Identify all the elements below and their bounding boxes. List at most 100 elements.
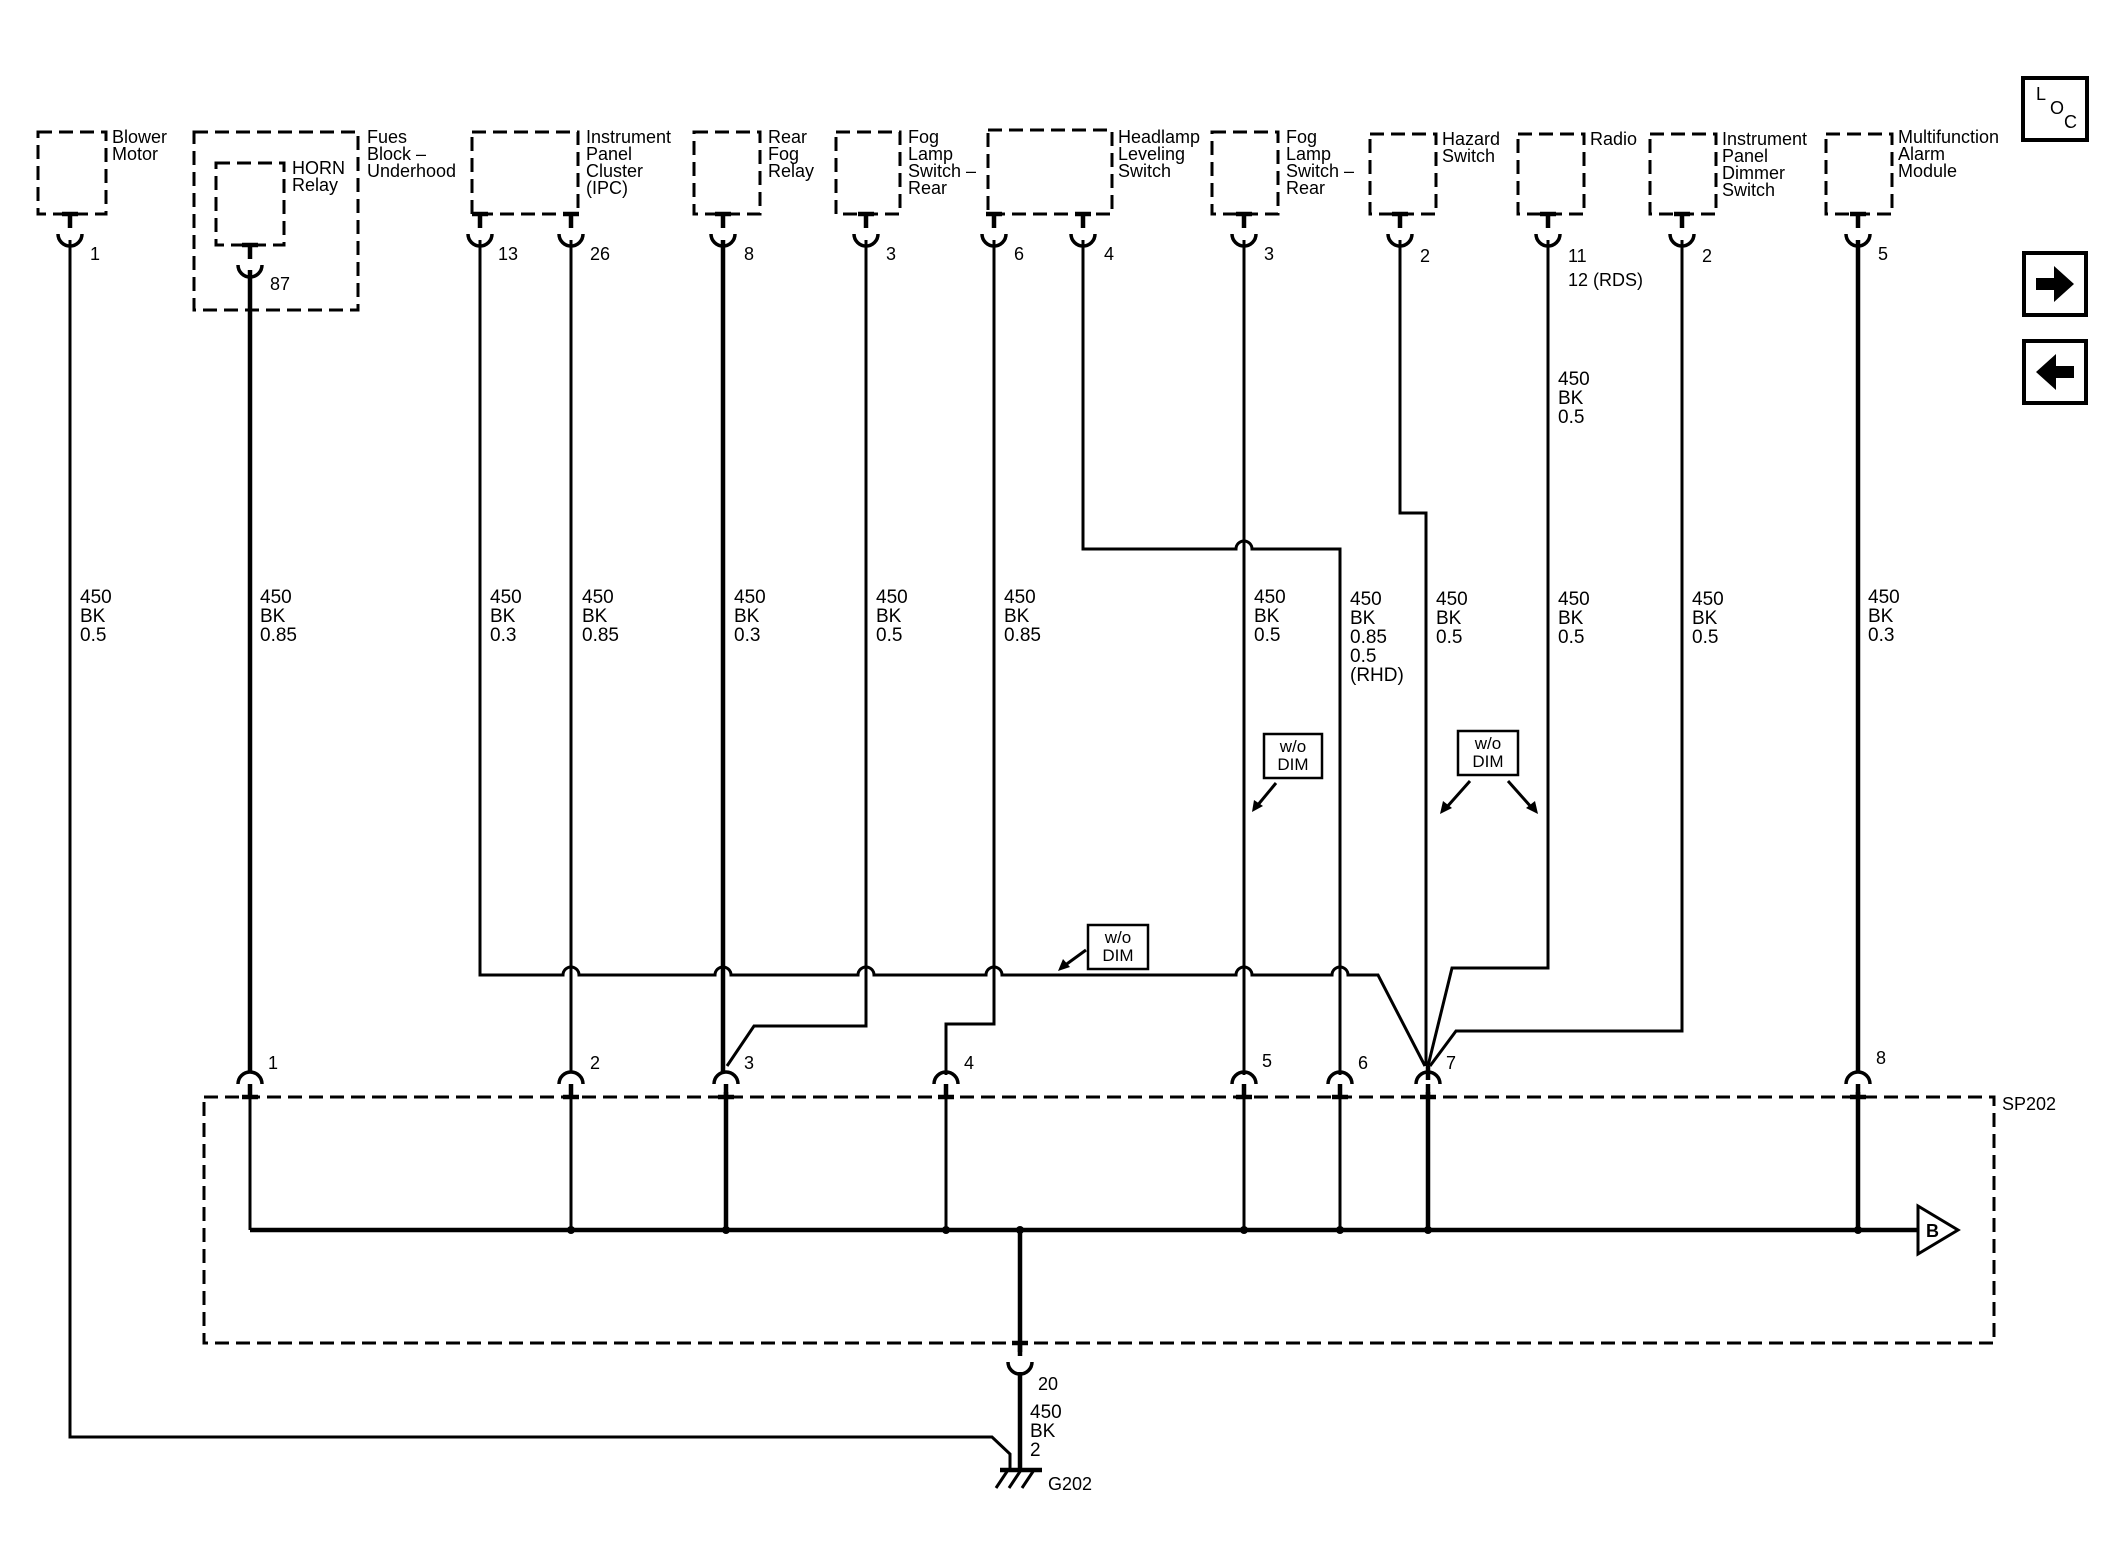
pin-head4: 4 xyxy=(1104,244,1114,264)
ground-connector xyxy=(1006,1340,1034,1376)
blower-motor-box xyxy=(36,130,108,216)
connector-dimmer xyxy=(1668,211,1696,248)
pin-ipc13: 13 xyxy=(498,244,518,264)
splice-dot xyxy=(1336,1226,1344,1234)
svg-text:C: C xyxy=(2064,112,2077,132)
splice-connector-2 xyxy=(557,1070,585,1100)
component-boxes xyxy=(36,128,1996,1345)
splice-dot xyxy=(1240,1226,1248,1234)
splice-dot xyxy=(567,1226,575,1234)
rear-fog-relay-box xyxy=(692,130,762,216)
svg-text:O: O xyxy=(2050,98,2064,118)
forward-button[interactable] xyxy=(2022,251,2088,317)
connector-alarm xyxy=(1844,211,1872,248)
connector-blower xyxy=(56,211,84,248)
back-button[interactable] xyxy=(2022,339,2088,405)
pin-dimmer: 2 xyxy=(1702,246,1712,266)
horn-relay-box xyxy=(214,161,286,247)
splice-pin-5: 5 xyxy=(1262,1051,1272,1071)
connector-ipc26 xyxy=(557,211,585,248)
splice-pin-labels: 1 2 3 4 5 6 7 8 SP202 20 G202 xyxy=(268,1048,2056,1494)
pin-head6: 6 xyxy=(1014,244,1024,264)
right-arrow-icon xyxy=(2036,266,2074,302)
pin-alarm: 5 xyxy=(1878,244,1888,264)
connector-head6 xyxy=(980,211,1008,248)
splice-pin-7: 7 xyxy=(1446,1053,1456,1073)
splice-dot xyxy=(942,1226,950,1234)
connector-rearfog xyxy=(709,211,737,248)
splice-connector-6 xyxy=(1326,1070,1354,1100)
connector-horn xyxy=(236,242,264,279)
connector-foglamp1 xyxy=(852,211,880,248)
splice-pin-4: 4 xyxy=(964,1053,974,1073)
wires xyxy=(68,240,1918,1470)
radio-box xyxy=(1516,132,1586,216)
pin-foglamp2: 3 xyxy=(1264,244,1274,264)
wire-blower xyxy=(68,240,1012,1470)
pin-horn: 87 xyxy=(270,274,290,294)
pin-ipc26: 26 xyxy=(590,244,610,264)
splice-connector-4 xyxy=(932,1070,960,1100)
splice-pin-1: 1 xyxy=(268,1053,278,1073)
left-arrow-icon xyxy=(2036,354,2074,390)
loc-button[interactable]: L O C xyxy=(2021,76,2089,142)
splice-pack-box xyxy=(202,1095,1996,1345)
hazard-switch-box xyxy=(1368,132,1438,216)
splice-pin-6: 6 xyxy=(1358,1053,1368,1073)
pin-labels: 1 87 13 26 8 3 6 4 3 2 11 12 (RDS) 2 5 xyxy=(90,244,1888,294)
connector-radio xyxy=(1534,211,1562,248)
connector-head4 xyxy=(1069,211,1097,248)
dimmer-switch-box xyxy=(1648,132,1718,216)
fog-lamp-switch-rear-box-1 xyxy=(834,130,902,216)
splice-connector-8 xyxy=(1844,1070,1872,1100)
offpage-label: B xyxy=(1926,1221,1939,1241)
ipc-box xyxy=(470,130,580,216)
wire-hazard xyxy=(1398,240,1428,1066)
connector-hazard xyxy=(1386,211,1414,248)
splice-pin-3: 3 xyxy=(744,1053,754,1073)
pin-radio: 11 xyxy=(1568,246,1587,266)
pin-radio-rds: 12 (RDS) xyxy=(1568,270,1643,290)
splice-pin-2: 2 xyxy=(590,1053,600,1073)
svg-text:L: L xyxy=(2036,84,2046,104)
connector-foglamp2 xyxy=(1230,211,1258,248)
splice-dot xyxy=(1854,1226,1862,1234)
splice-pack-label: SP202 xyxy=(2002,1094,2056,1114)
pin-hazard: 2 xyxy=(1420,246,1430,266)
splice-connector-7 xyxy=(1414,1070,1442,1100)
pin-foglamp1: 3 xyxy=(886,244,896,264)
splice-dot xyxy=(1016,1226,1024,1234)
wire-ipc13-bus xyxy=(478,240,1427,1067)
splice-connector-1 xyxy=(236,1070,264,1100)
connector-ipc13 xyxy=(466,211,494,248)
radio-label: Radio xyxy=(1590,129,1637,149)
wire-dimmer xyxy=(1428,240,1684,1067)
